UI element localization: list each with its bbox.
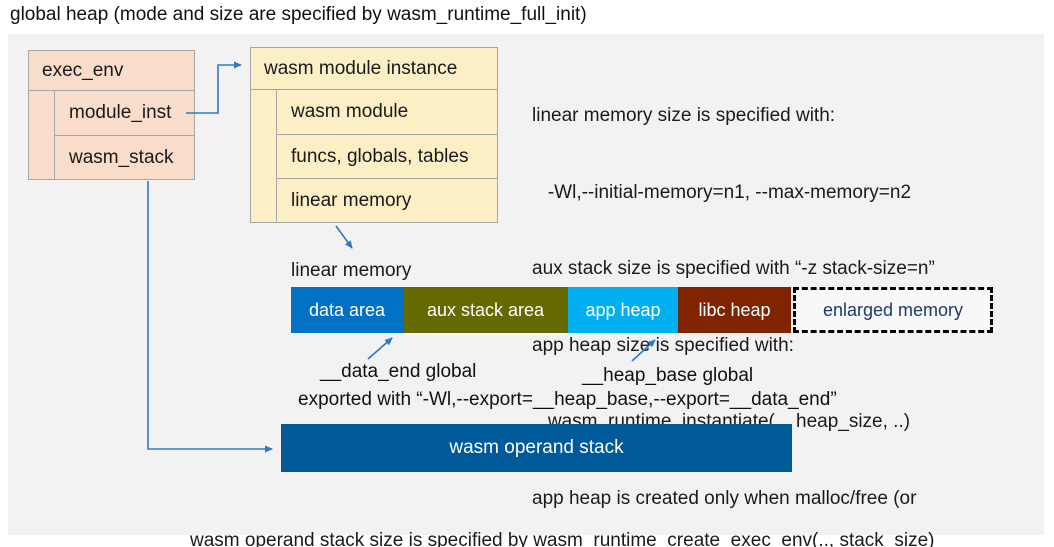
operand-stack-caption-line1: wasm operand stack size is specified by … bbox=[190, 530, 935, 547]
note-line: app heap size is specified with: bbox=[532, 334, 794, 356]
segment-app-heap: app heap bbox=[568, 287, 678, 333]
note-line: linear memory size is specified with: bbox=[532, 105, 836, 126]
segment-aux-stack-area: aux stack area bbox=[403, 287, 568, 333]
heap-base-global-label: __heap_base global bbox=[582, 365, 754, 386]
linear-memory-bar: data area aux stack area app heap libc h… bbox=[291, 287, 993, 333]
note-line: app heap is created only when malloc/fre… bbox=[532, 487, 917, 509]
operand-stack-caption: wasm operand stack size is specified by … bbox=[190, 481, 935, 547]
note-line: -Wl,--initial-memory=n1, --max-memory=n2 bbox=[532, 181, 912, 203]
wasm-operand-stack-box: wasm operand stack bbox=[281, 424, 792, 472]
data-end-global-label: __data_end global bbox=[320, 361, 477, 382]
segment-data-area: data area bbox=[291, 287, 403, 333]
exec-env-row-module-inst: module_inst bbox=[69, 102, 172, 123]
wasm-module-instance-box: wasm module instance wasm module funcs, … bbox=[250, 47, 498, 223]
wasm-module-instance-header: wasm module instance bbox=[251, 48, 497, 90]
row-funcs-globals-tables: funcs, globals, tables bbox=[277, 134, 497, 178]
row-wasm-module: wasm module bbox=[291, 101, 409, 122]
exec-env-box: exec_env module_inst wasm_stack bbox=[28, 50, 195, 180]
segment-libc-heap: libc heap bbox=[678, 287, 791, 333]
row-linear-memory: linear memory bbox=[277, 178, 497, 222]
note-line: aux stack size is specified with “-z sta… bbox=[532, 258, 935, 279]
segment-enlarged-memory: enlarged memory bbox=[793, 287, 993, 333]
linear-memory-label: linear memory bbox=[291, 260, 412, 281]
exec-env-row-wasm-stack: wasm_stack bbox=[55, 135, 194, 179]
exported-with-label: exported with “-Wl,--export=__heap_base,… bbox=[298, 389, 837, 410]
wasm-module-instance-rows: wasm module funcs, globals, tables linea… bbox=[276, 90, 497, 222]
exec-env-rows: module_inst wasm_stack bbox=[54, 91, 194, 179]
page-title: global heap (mode and size are specified… bbox=[10, 4, 587, 25]
exec-env-header: exec_env bbox=[29, 51, 194, 91]
